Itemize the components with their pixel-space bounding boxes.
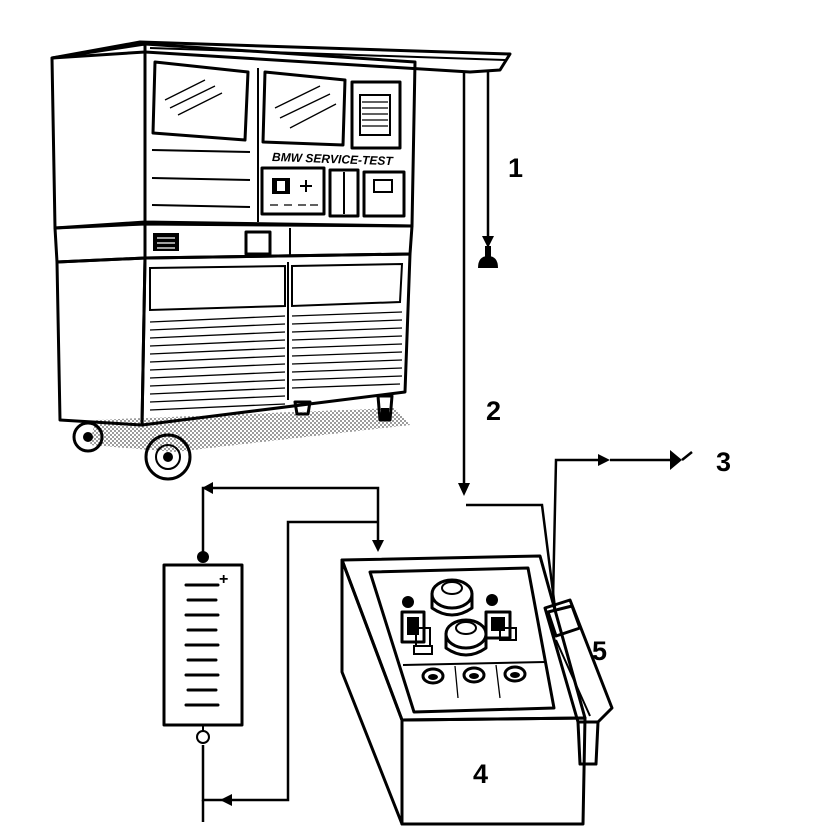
- tester-monitor-left: [151, 60, 250, 142]
- module-switch-right: [484, 594, 517, 641]
- tester-vent-right: [291, 311, 403, 389]
- module-switch-left: [400, 596, 433, 655]
- test-module: [340, 554, 587, 826]
- callout-3: 3: [716, 447, 731, 477]
- tester-printer: [350, 80, 402, 150]
- tester-panel-label: BMW SERVICE-TEST: [272, 150, 395, 168]
- module-knob-upper: [430, 578, 474, 617]
- service-tester-cart: BMW SERVICE-TEST: [50, 40, 512, 481]
- battery-leads: [201, 482, 384, 822]
- tester-vent-left: [149, 315, 286, 411]
- ignition-cable: [466, 450, 693, 609]
- callout-2: 2: [486, 396, 501, 426]
- tester-control-panel: [260, 166, 406, 218]
- callout-4: 4: [473, 759, 488, 789]
- callout-1: 1: [508, 153, 523, 183]
- module-connector-plug: [543, 598, 614, 766]
- cart-wheels: [72, 394, 394, 481]
- tester-monitor-right: [261, 70, 347, 147]
- tester-to-module-cable: [458, 72, 470, 496]
- module-knob-lower: [444, 618, 488, 657]
- battery: +: [162, 551, 244, 744]
- callout-5: 5: [592, 636, 607, 666]
- module-sockets: [421, 664, 527, 699]
- battery-positive-symbol: +: [219, 571, 228, 588]
- probe-cable: [478, 72, 498, 268]
